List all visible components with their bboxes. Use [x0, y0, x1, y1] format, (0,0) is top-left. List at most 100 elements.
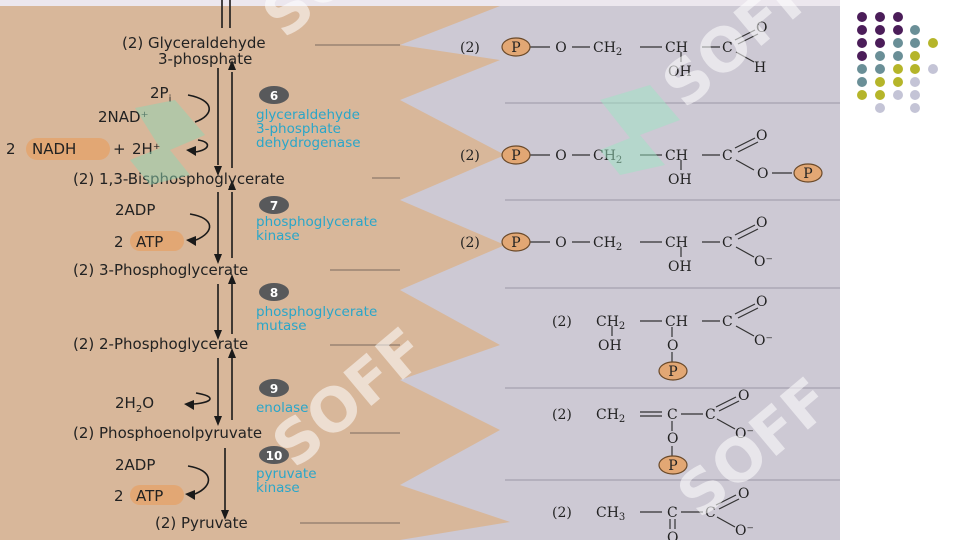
step-6: 6 glyceraldehyde 3-phosphate dehydrogena… — [256, 86, 361, 151]
svg-text:OH: OH — [668, 172, 692, 188]
enzyme-pgk-line2: kinase — [256, 228, 300, 244]
svg-text:O: O — [757, 166, 768, 182]
structure-pyruvate: (2) CH3 C C O O⁻ O — [552, 486, 754, 540]
metabolite-2-phosphoglycerate: (2) 2-Phosphoglycerate — [73, 335, 248, 353]
nadh-highlight — [26, 138, 110, 160]
cofactor-atp-coefficient-step10: 2 — [114, 487, 124, 505]
cofactor-plus: + — [113, 140, 126, 158]
step-number-10: 10 — [266, 449, 283, 463]
svg-text:P: P — [511, 40, 520, 56]
step-7: 7 phosphoglycerate kinase — [256, 196, 377, 244]
cofactor-2pi: 2Pi — [150, 84, 171, 105]
step-number-6: 6 — [270, 89, 278, 103]
cofactor-atp-coefficient: 2 — [114, 233, 124, 251]
svg-text:P: P — [511, 235, 520, 251]
svg-text:OH: OH — [668, 64, 692, 80]
metabolite-1-3-bisphosphoglycerate: (2) 1,3-Bisphosphoglycerate — [73, 170, 285, 188]
svg-text:P: P — [511, 148, 520, 164]
enzyme-gapdh-line1: glyceraldehyde — [256, 107, 360, 123]
svg-text:(2): (2) — [552, 314, 572, 330]
svg-text:P: P — [668, 364, 677, 380]
enzyme-pgm-line2: mutase — [256, 318, 307, 334]
step-9: 9 enolase — [256, 379, 308, 416]
metabolite-phosphoenolpyruvate: (2) Phosphoenolpyruvate — [73, 424, 262, 442]
svg-text:(2): (2) — [460, 235, 480, 251]
structure-phosphoenolpyruvate: (2) CH2 C C O O⁻ O P — [552, 388, 754, 474]
svg-text:O: O — [667, 431, 678, 447]
svg-text:O: O — [756, 294, 767, 310]
svg-text:P: P — [668, 458, 677, 474]
enzyme-pgk-line1: phosphoglycerate — [256, 214, 377, 230]
svg-text:O: O — [738, 486, 749, 502]
atp-highlight-step10 — [130, 485, 184, 505]
enzyme-pk-line1: pyruvate — [256, 466, 317, 482]
reaction-arrows — [187, 0, 233, 510]
enzyme-enolase: enolase — [256, 400, 308, 416]
svg-text:O: O — [667, 530, 678, 540]
metabolite-pyruvate: (2) Pyruvate — [155, 514, 248, 532]
structure-panel — [400, 6, 840, 540]
enzyme-pk-line2: kinase — [256, 480, 300, 496]
svg-text:C: C — [722, 148, 733, 164]
cofactor-2nad: 2NAD⁺ — [98, 108, 149, 126]
top-strip — [0, 0, 840, 6]
atp-highlight — [130, 231, 184, 251]
step-number-9: 9 — [270, 382, 278, 396]
cofactor-2adp-step10: 2ADP — [115, 456, 155, 474]
svg-text:O: O — [738, 388, 749, 404]
structure-glyceraldehyde-3-phosphate: (2) P O CH2 CH C O H OH — [460, 20, 767, 80]
svg-text:(2): (2) — [460, 40, 480, 56]
svg-text:O: O — [667, 338, 678, 354]
svg-text:(2): (2) — [552, 407, 572, 423]
svg-text:C: C — [705, 407, 716, 423]
svg-text:H: H — [754, 60, 766, 76]
svg-text:O⁻: O⁻ — [735, 523, 754, 539]
metabolite-glyceraldehyde-3-phosphate-line2: 3-phosphate — [158, 50, 252, 68]
svg-text:OH: OH — [598, 338, 622, 354]
svg-text:(2): (2) — [552, 505, 572, 521]
svg-text:CH2: CH2 — [596, 314, 625, 332]
svg-text:C: C — [667, 407, 678, 423]
cofactor-nadh-coefficient: 2 — [6, 140, 16, 158]
svg-text:O: O — [756, 215, 767, 231]
svg-text:O: O — [555, 148, 566, 164]
svg-text:OH: OH — [668, 259, 692, 275]
svg-text:CH2: CH2 — [593, 40, 622, 58]
decorative-dot-grid — [857, 12, 938, 113]
cofactor-nadh: NADH — [32, 140, 76, 158]
svg-text:C: C — [705, 505, 716, 521]
svg-text:P: P — [803, 166, 812, 182]
arrow-heads — [184, 60, 236, 520]
svg-text:O: O — [756, 20, 767, 36]
cofactor-2h2o: 2H2O — [115, 394, 154, 415]
svg-text:CH: CH — [665, 314, 688, 330]
metabolite-glyceraldehyde-3-phosphate: (2) Glyceraldehyde — [122, 34, 266, 52]
cofactor-2adp: 2ADP — [115, 201, 155, 219]
enzyme-gapdh-line3: dehydrogenase — [256, 135, 361, 151]
step-10: 10 pyruvate kinase — [256, 446, 317, 496]
svg-text:O: O — [756, 128, 767, 144]
svg-text:CH2: CH2 — [593, 235, 622, 253]
svg-text:O: O — [555, 235, 566, 251]
structure-2-phosphoglycerate: (2) CH2 CH C O O⁻ OH O P — [552, 294, 773, 380]
leader-lines — [300, 44, 400, 524]
svg-text:CH: CH — [665, 235, 688, 251]
step-number-8: 8 — [270, 286, 278, 300]
svg-text:O⁻: O⁻ — [754, 254, 773, 270]
svg-text:O⁻: O⁻ — [754, 333, 773, 349]
svg-text:C: C — [722, 235, 733, 251]
svg-text:CH3: CH3 — [596, 505, 625, 523]
metabolite-3-phosphoglycerate: (2) 3-Phosphoglycerate — [73, 261, 248, 279]
structure-dividers — [505, 102, 840, 481]
svg-text:CH: CH — [665, 40, 688, 56]
enzyme-pgm-line1: phosphoglycerate — [256, 304, 377, 320]
svg-text:CH: CH — [665, 148, 688, 164]
step-8: 8 phosphoglycerate mutase — [256, 283, 377, 334]
svg-text:C: C — [722, 40, 733, 56]
svg-text:C: C — [722, 314, 733, 330]
svg-text:C: C — [667, 505, 678, 521]
enzyme-gapdh-line2: 3-phosphate — [256, 121, 341, 137]
cofactor-atp-step10: ATP — [136, 487, 163, 505]
step-number-7: 7 — [270, 199, 278, 213]
